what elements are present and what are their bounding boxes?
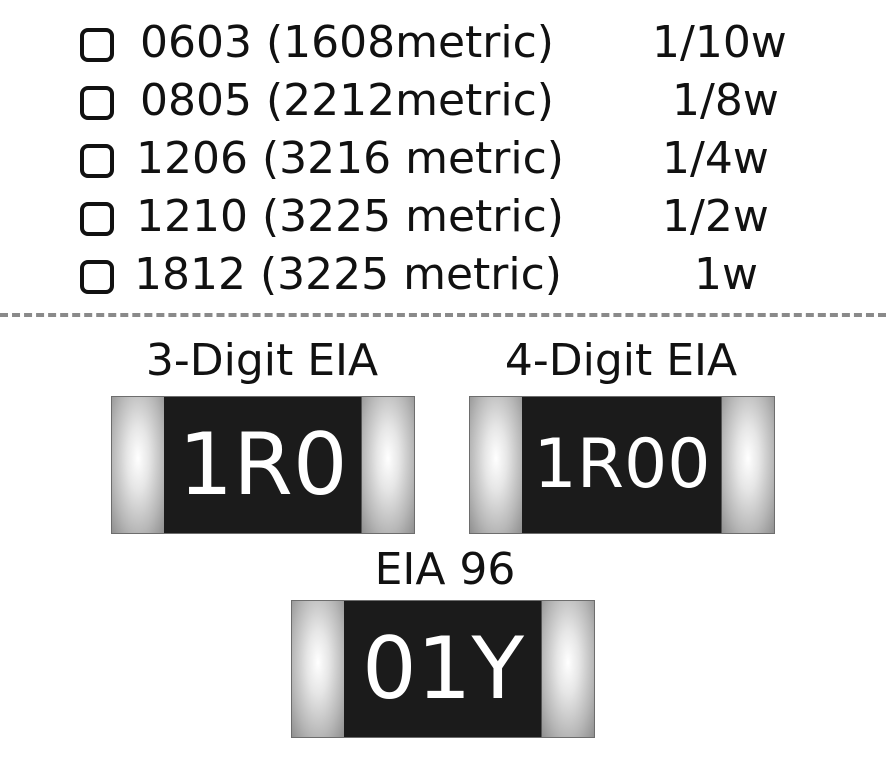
terminal-left	[112, 397, 165, 533]
code-title-eia-96: EIA 96	[374, 544, 516, 595]
resistor-marking: 1R00	[533, 425, 711, 504]
checkbox-icon	[80, 28, 114, 62]
package-name: 1210 (3225 metric)	[136, 191, 564, 242]
code-title-3-digit: 3-Digit EIA	[145, 335, 379, 386]
resistor-4-digit: 1R00	[469, 396, 775, 534]
package-row-0805: 0805 (2212metric) 1/8w	[78, 72, 858, 130]
resistor-3-digit: 1R0	[111, 396, 415, 534]
resistor-body: 1R0	[164, 397, 362, 533]
package-row-1210: 1210 (3225 metric) 1/2w	[78, 188, 858, 246]
resistor-body: 1R00	[522, 397, 722, 533]
dashed-divider	[0, 313, 886, 317]
resistor-body: 01Y	[344, 601, 542, 737]
code-title-4-digit: 4-Digit EIA	[504, 335, 738, 386]
checkbox-icon	[80, 260, 114, 294]
package-row-0603: 0603 (1608metric) 1/10w	[78, 14, 858, 72]
terminal-right	[361, 397, 414, 533]
resistor-marking: 01Y	[362, 619, 524, 719]
package-name: 0805 (2212metric)	[140, 75, 554, 126]
terminal-right	[541, 601, 594, 737]
terminal-right	[721, 397, 774, 533]
checkbox-icon	[80, 86, 114, 120]
package-power: 1/8w	[672, 75, 779, 126]
package-row-1206: 1206 (3216 metric) 1/4w	[78, 130, 858, 188]
package-power: 1/10w	[652, 17, 787, 68]
package-power: 1w	[694, 249, 758, 300]
package-size-list: 0603 (1608metric) 1/10w 0805 (2212metric…	[78, 14, 858, 304]
terminal-left	[470, 397, 523, 533]
checkbox-icon	[80, 202, 114, 236]
resistor-marking: 1R0	[178, 415, 348, 515]
package-power: 1/2w	[662, 191, 769, 242]
checkbox-icon	[80, 144, 114, 178]
package-name: 1206 (3216 metric)	[136, 133, 564, 184]
package-power: 1/4w	[662, 133, 769, 184]
package-row-1812: 1812 (3225 metric) 1w	[78, 246, 858, 304]
terminal-left	[292, 601, 345, 737]
package-name: 1812 (3225 metric)	[134, 249, 562, 300]
resistor-eia-96: 01Y	[291, 600, 595, 738]
package-name: 0603 (1608metric)	[140, 17, 554, 68]
